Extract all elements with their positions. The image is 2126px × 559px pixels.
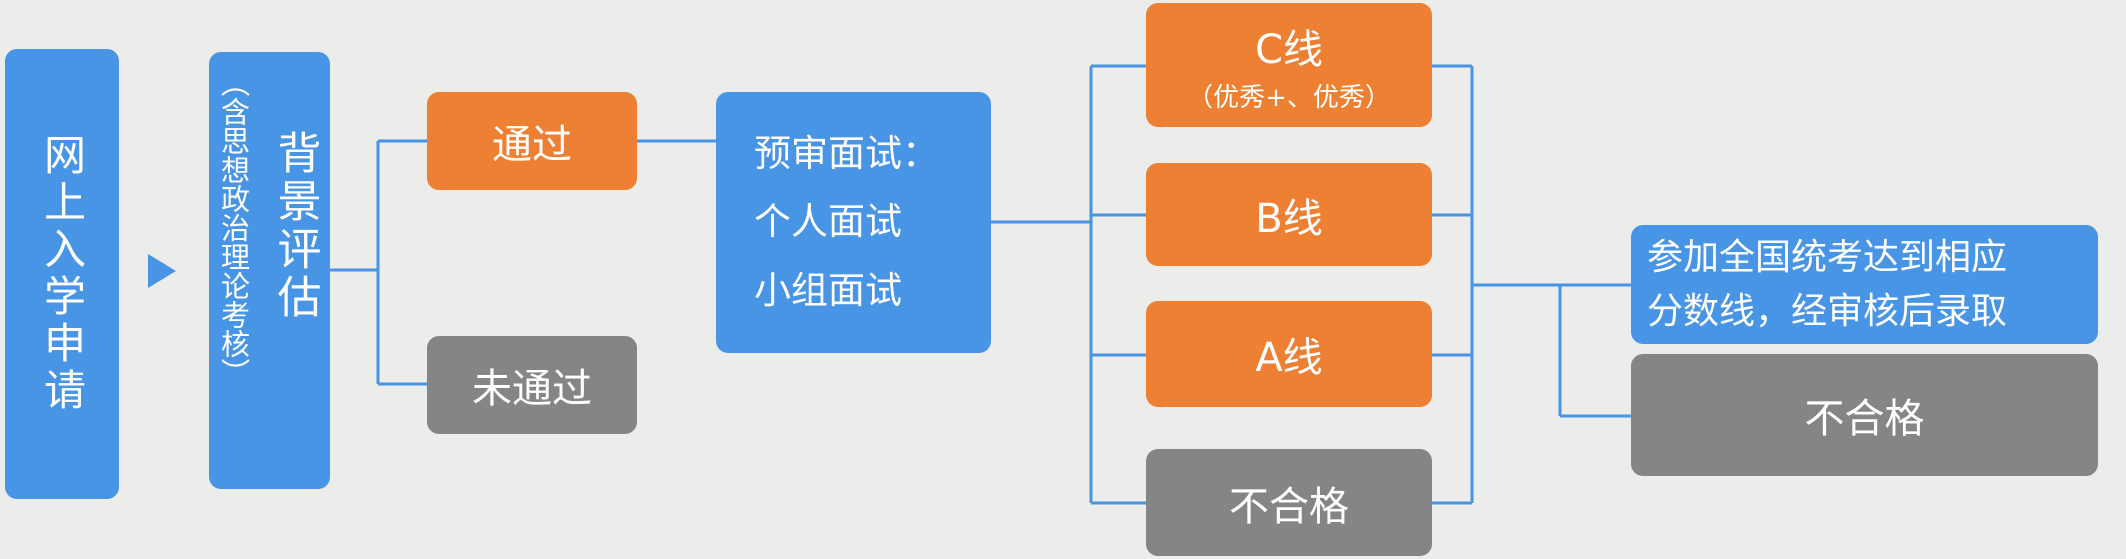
node-online-application: 网上入学申请	[5, 49, 119, 499]
connector-evaluation-branch	[330, 139, 427, 386]
line-c-label: C线	[1255, 26, 1323, 73]
node-unqualified-first: 不合格	[1146, 449, 1432, 556]
node-line-a: A线	[1146, 301, 1432, 407]
node-admission: 参加全国统考达到相应 分数线，经审核后录取	[1631, 225, 2098, 344]
interview-content: 预审面试： 个人面试 小组面试	[754, 120, 939, 325]
node-line-c: C线 （优秀+、优秀）	[1146, 3, 1432, 127]
interview-line-1: 预审面试：	[754, 131, 939, 175]
background-evaluation-note: （含思想政治理论考核）	[216, 68, 251, 387]
node-interview: 预审面试： 个人面试 小组面试	[716, 92, 991, 353]
unqualified-first-label: 不合格	[1229, 483, 1349, 530]
arrow-right-icon	[148, 254, 176, 288]
unqualified-final-label: 不合格	[1804, 396, 1925, 442]
connector-results-to-final	[1432, 64, 1631, 505]
admission-content: 参加全国统考达到相应 分数线，经审核后录取	[1647, 231, 2007, 339]
node-background-evaluation: （含思想政治理论考核） 背景评估	[209, 52, 330, 489]
interview-line-2: 个人面试	[754, 200, 902, 244]
line-b-label: B线	[1255, 195, 1323, 242]
pass-label: 通过	[492, 122, 572, 168]
line-c-content: C线 （优秀+、优秀）	[1187, 17, 1391, 114]
admission-line-1: 参加全国统考达到相应	[1647, 236, 2008, 278]
background-evaluation-content: （含思想政治理论考核） 背景评估	[213, 52, 327, 489]
node-unqualified-final: 不合格	[1631, 354, 2098, 476]
online-application-label: 网上入学申请	[37, 133, 87, 415]
line-a-label: A线	[1255, 335, 1323, 381]
line-c-sub-label: （优秀+、优秀）	[1187, 82, 1391, 113]
background-evaluation-label: 背景评估	[269, 130, 321, 322]
node-fail: 未通过	[427, 336, 637, 434]
connector-interview-to-results	[991, 64, 1146, 505]
interview-line-3: 小组面试	[754, 268, 902, 312]
fail-label: 未通过	[472, 366, 592, 412]
node-pass: 通过	[427, 92, 637, 190]
admission-line-2: 分数线，经审核后录取	[1647, 290, 2008, 332]
node-line-b: B线	[1146, 163, 1432, 266]
